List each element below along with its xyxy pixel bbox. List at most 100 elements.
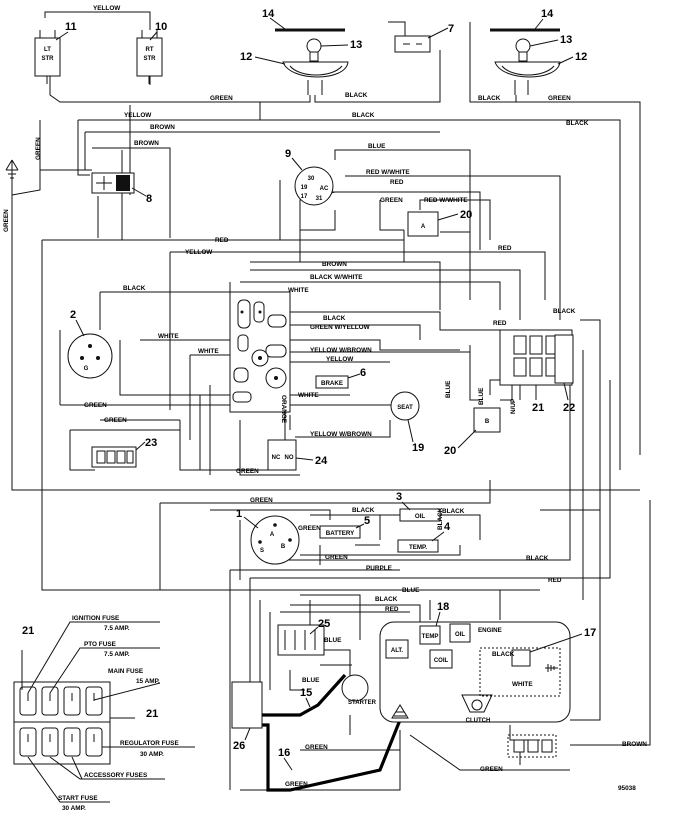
svg-text:STARTER: STARTER: [348, 700, 377, 706]
svg-text:A: A: [270, 532, 275, 538]
svg-text:7.5 AMP.: 7.5 AMP.: [104, 625, 130, 632]
svg-text:BROWN: BROWN: [322, 261, 347, 268]
svg-text:11: 11: [65, 21, 77, 33]
svg-text:SEAT: SEAT: [397, 405, 413, 411]
svg-text:12: 12: [240, 51, 252, 63]
diode-module: [91, 172, 135, 194]
svg-text:GREEN: GREEN: [325, 554, 348, 561]
engine-temp-sender: TEMP: [419, 625, 441, 645]
svg-text:WHITE: WHITE: [158, 333, 179, 340]
svg-text:STR: STR: [144, 56, 157, 62]
svg-text:BLACK: BLACK: [437, 507, 444, 530]
svg-text:BLUE: BLUE: [402, 587, 420, 594]
svg-text:BLACK: BLACK: [345, 92, 368, 99]
svg-text:BATTERY: BATTERY: [326, 530, 355, 537]
svg-text:RED: RED: [498, 245, 512, 252]
svg-text:BROWN: BROWN: [150, 124, 175, 131]
svg-text:15 AMP.: 15 AMP.: [136, 678, 160, 685]
svg-text:YELLOW: YELLOW: [326, 356, 354, 363]
chassis-ground-icon: [6, 169, 18, 179]
svg-text:GREEN: GREEN: [285, 781, 308, 788]
svg-text:15: 15: [300, 687, 312, 699]
svg-text:YELLOW W/BROWN: YELLOW W/BROWN: [310, 347, 372, 354]
svg-text:GREEN: GREEN: [380, 197, 403, 204]
svg-text:16: 16: [278, 747, 290, 759]
ground-icon: [391, 704, 409, 719]
wire-labels: YELLOW GREEN BLACK BLACK BLACK GREEN YEL…: [3, 5, 647, 788]
pto-clutch: CLUTCH: [461, 694, 493, 724]
pto-switch: NC NO: [267, 439, 297, 471]
main-harness-connector: [229, 291, 291, 413]
svg-text:9: 9: [285, 148, 291, 160]
svg-text:19: 19: [412, 442, 424, 454]
svg-text:BLACK: BLACK: [323, 315, 346, 322]
svg-text:GREEN: GREEN: [250, 497, 273, 504]
svg-text:REGULATOR FUSE: REGULATOR FUSE: [120, 740, 179, 747]
right-steering-switch: RT STR: [136, 30, 163, 84]
engine-connector: [507, 734, 557, 758]
svg-text:BLACK: BLACK: [478, 95, 501, 102]
svg-text:BROWN: BROWN: [622, 741, 647, 748]
svg-text:30 AMP.: 30 AMP.: [62, 805, 86, 812]
svg-text:A: A: [421, 224, 426, 230]
svg-text:BLACK: BLACK: [553, 308, 576, 315]
svg-text:7: 7: [448, 23, 454, 35]
relay-b: B: [473, 407, 501, 433]
svg-text:GREEN: GREEN: [298, 525, 321, 532]
svg-text:RT: RT: [146, 47, 154, 53]
svg-text:13: 13: [560, 34, 572, 46]
svg-text:7.5 AMP.: 7.5 AMP.: [104, 651, 130, 658]
wire-network: [5, 11, 651, 791]
svg-text:BLUE: BLUE: [324, 637, 342, 644]
svg-text:START FUSE: START FUSE: [58, 795, 98, 802]
svg-text:RED W/WHITE: RED W/WHITE: [424, 197, 468, 204]
svg-text:20: 20: [460, 209, 472, 221]
svg-text:AC: AC: [320, 186, 329, 192]
left-bulb-icon: [306, 38, 322, 54]
svg-text:19: 19: [301, 185, 308, 191]
svg-text:YELLOW: YELLOW: [185, 249, 213, 256]
svg-text:IGNITION FUSE: IGNITION FUSE: [72, 615, 120, 622]
svg-text:NO: NO: [285, 455, 294, 461]
svg-text:2: 2: [70, 309, 76, 321]
svg-text:1: 1: [236, 508, 242, 520]
svg-text:BLUE: BLUE: [302, 677, 320, 684]
svg-text:30 AMP.: 30 AMP.: [140, 751, 164, 758]
svg-text:RED: RED: [390, 179, 404, 186]
battery-26: [231, 681, 263, 729]
svg-text:B: B: [281, 544, 286, 550]
svg-text:WHITE: WHITE: [288, 287, 309, 294]
svg-text:BLACK: BLACK: [375, 596, 398, 603]
svg-text:20: 20: [444, 445, 456, 457]
ignition-coil: COIL: [429, 649, 453, 669]
svg-text:ALT.: ALT.: [391, 648, 404, 654]
svg-text:YELLOW W/BROWN: YELLOW W/BROWN: [310, 431, 372, 438]
seat-switch: SEAT: [390, 391, 420, 421]
battery: BATTERY: [319, 525, 361, 539]
svg-text:BRAKE: BRAKE: [321, 380, 343, 387]
engine-oil-sender: OIL: [449, 623, 471, 643]
svg-text:BLUE: BLUE: [368, 143, 386, 150]
svg-text:G: G: [84, 366, 89, 372]
callouts: 1 2 3 4 5 6 7 8 9 10 11 12 12 13 13 14 1…: [22, 8, 596, 771]
svg-text:BLUE: BLUE: [445, 380, 452, 398]
svg-text:BLUE: BLUE: [478, 387, 485, 405]
svg-text:PURPLE: PURPLE: [366, 565, 393, 572]
svg-text:18: 18: [437, 601, 449, 613]
svg-text:10: 10: [155, 21, 167, 33]
svg-text:N/UP: N/UP: [510, 398, 517, 414]
svg-text:24: 24: [315, 455, 328, 467]
svg-text:GREEN: GREEN: [3, 209, 10, 232]
svg-text:RED: RED: [385, 606, 399, 613]
svg-text:17: 17: [584, 627, 596, 639]
svg-text:GREEN: GREEN: [84, 402, 107, 409]
alternator: ALT.: [385, 639, 409, 659]
svg-text:MAIN FUSE: MAIN FUSE: [108, 668, 144, 675]
svg-text:YELLOW: YELLOW: [124, 112, 152, 119]
svg-text:BLACK: BLACK: [442, 508, 465, 515]
svg-text:GREEN: GREEN: [480, 766, 503, 773]
svg-text:26: 26: [233, 740, 245, 752]
svg-text:OIL: OIL: [415, 513, 426, 520]
relay-a: A: [407, 211, 439, 237]
